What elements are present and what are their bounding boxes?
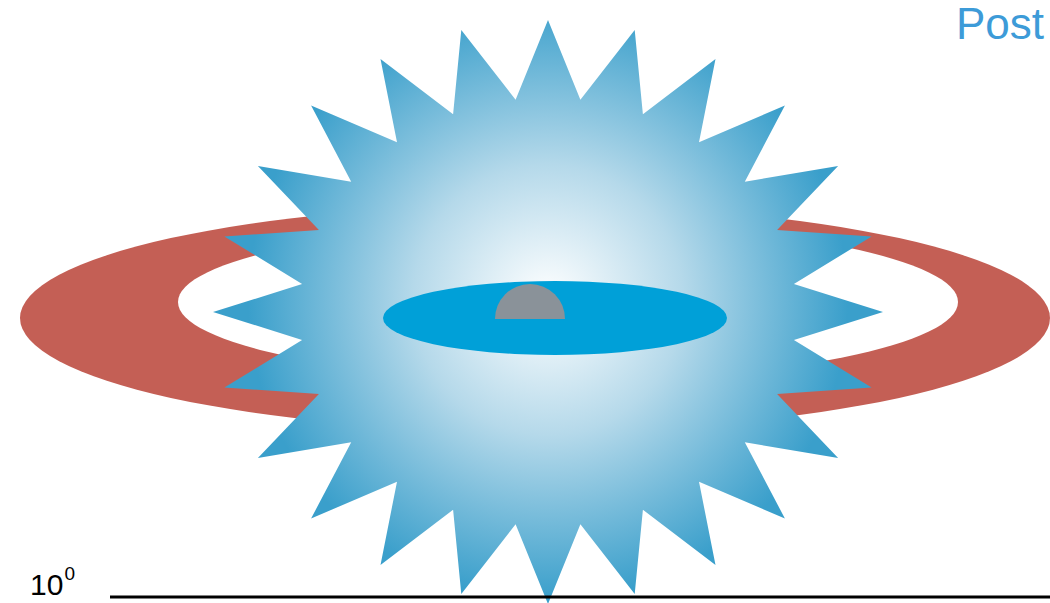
accretion-disk [383, 281, 727, 355]
axis-line [110, 596, 1050, 599]
starburst-corona [213, 20, 883, 603]
central-dome [495, 284, 565, 319]
title-fragment: Post [956, 2, 1044, 46]
tick-label-base: 10 [30, 570, 63, 600]
tick-label-exponent: 0 [64, 564, 75, 583]
